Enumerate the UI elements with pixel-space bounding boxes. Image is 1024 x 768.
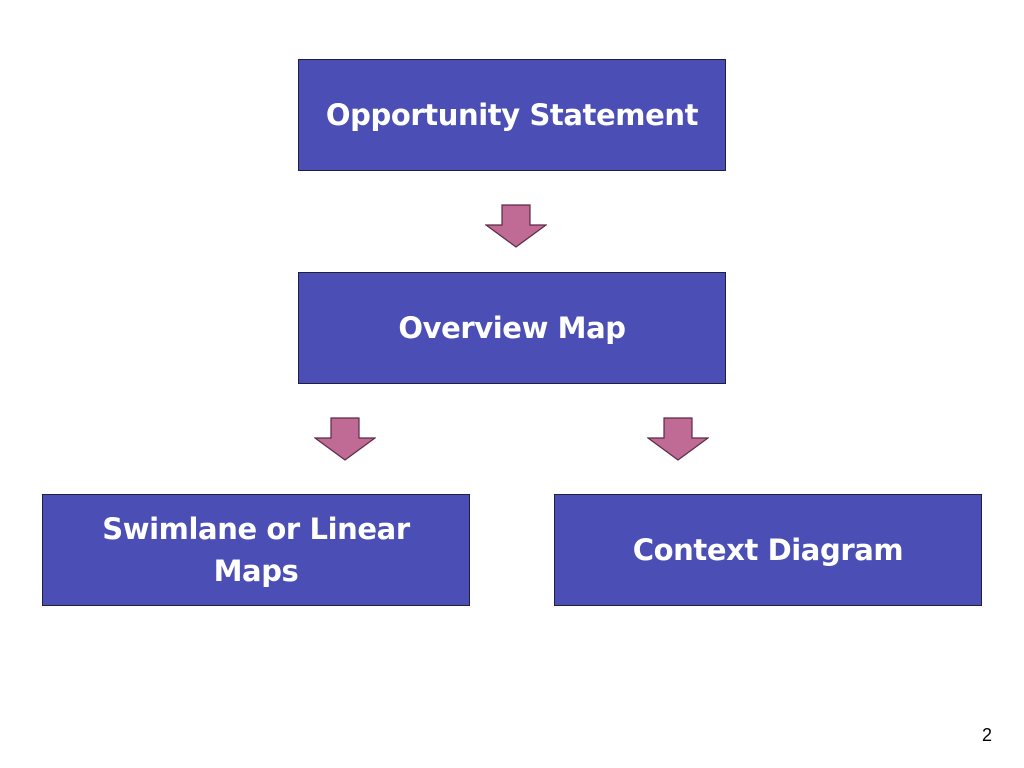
opportunity-statement-label: Opportunity Statement [325, 98, 699, 132]
down-arrow-icon [314, 417, 376, 461]
down-arrow-icon [647, 417, 709, 461]
page-number: 2 [981, 725, 992, 745]
opportunity-statement-box: Opportunity Statement [298, 59, 726, 171]
context-diagram-box: Context Diagram [554, 494, 982, 606]
overview-map-label: Overview Map [398, 311, 626, 345]
down-arrow-icon [485, 204, 547, 248]
context-diagram-label: Context Diagram [632, 533, 904, 567]
overview-map-box: Overview Map [298, 272, 726, 384]
swimlane-label-line-2: Maps [213, 554, 299, 588]
swimlane-label-line-1: Swimlane or Linear [102, 512, 410, 546]
swimlane-linear-maps-box: Swimlane or Linear Maps [42, 494, 470, 606]
